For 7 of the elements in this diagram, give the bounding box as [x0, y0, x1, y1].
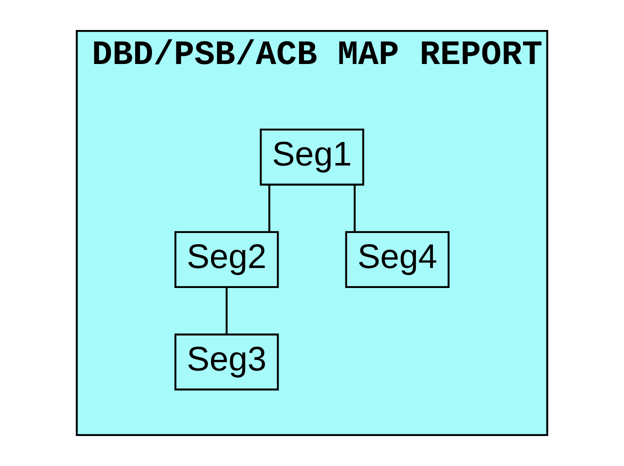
node-box: Seg4 — [345, 231, 450, 288]
node-box: Seg2 — [174, 231, 279, 288]
connector — [268, 185, 270, 232]
node-box: Seg3 — [174, 334, 279, 390]
connector — [226, 288, 228, 334]
connector — [354, 185, 356, 232]
node-box: Seg1 — [260, 128, 364, 186]
